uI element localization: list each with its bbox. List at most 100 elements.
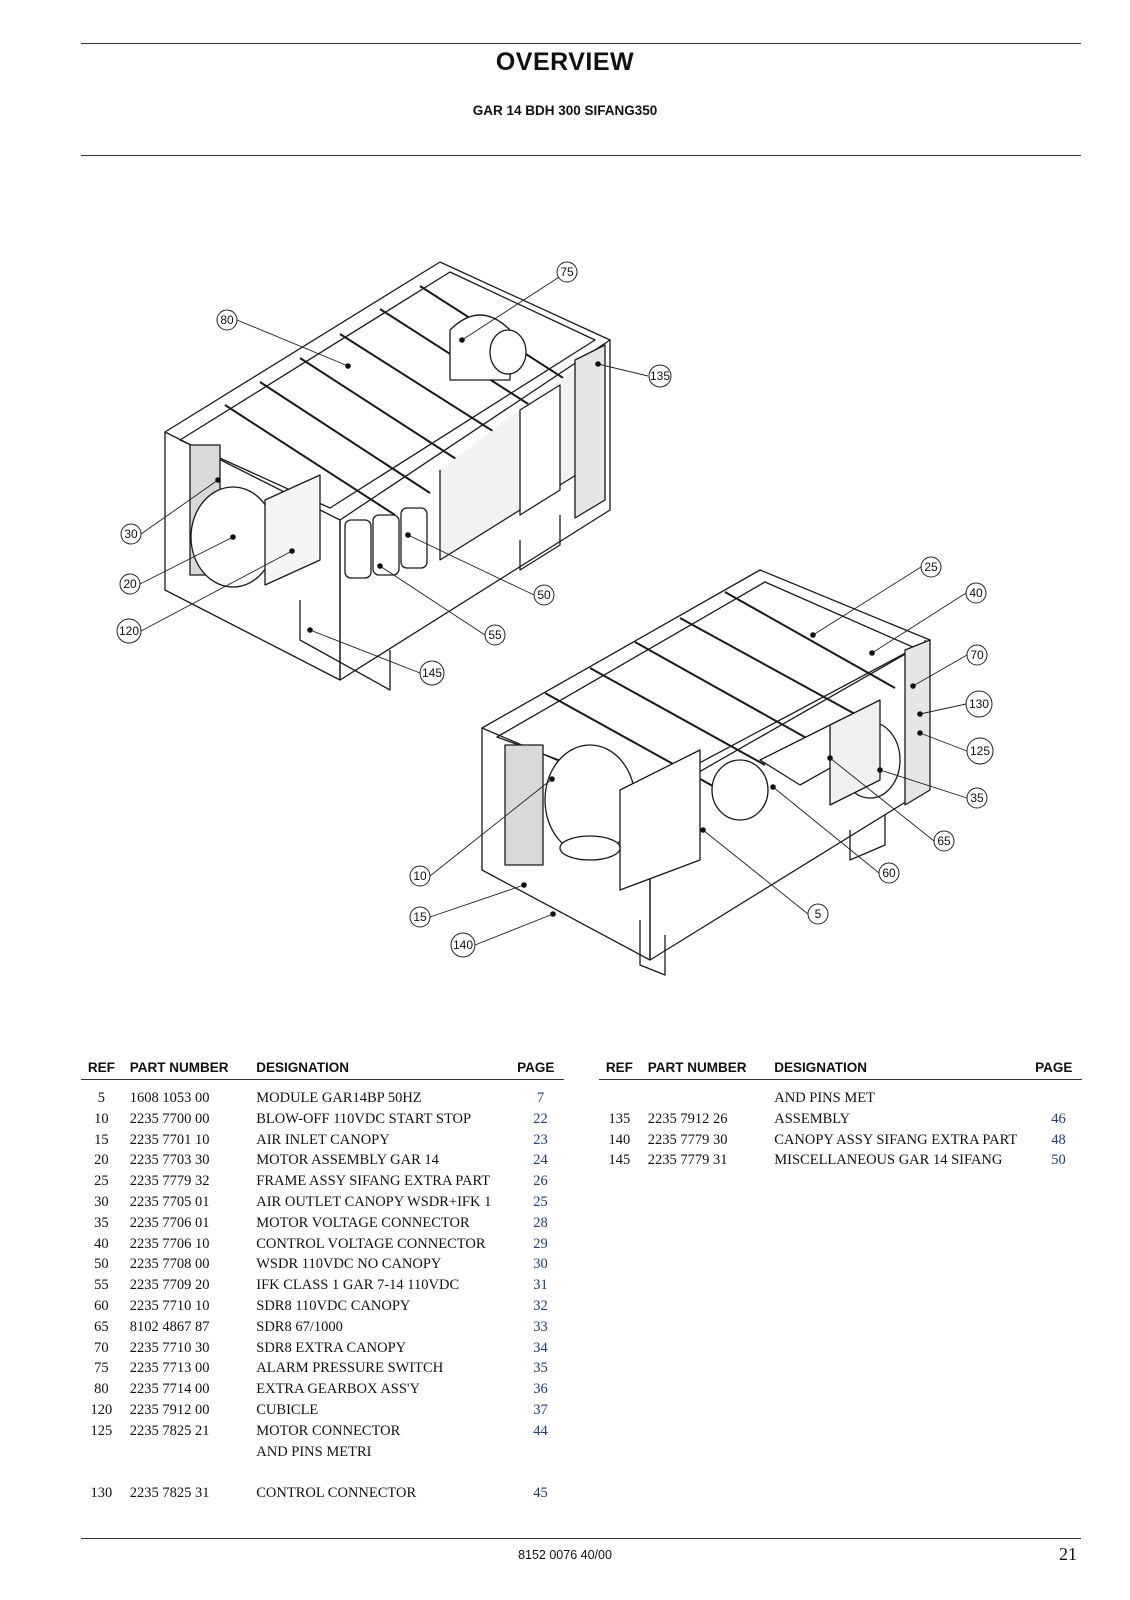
column-header-ref: REF <box>81 1058 122 1080</box>
header-bottom-rule <box>81 155 1081 156</box>
designation-cell: CONTROL CONNECTOR <box>256 1485 417 1502</box>
callout-75: 75 <box>459 261 578 343</box>
page-link[interactable]: 30 <box>533 1256 548 1273</box>
callout-25: 25 <box>810 556 942 638</box>
ref-cell: 65 <box>94 1318 109 1335</box>
page-link[interactable]: 35 <box>533 1360 548 1377</box>
page-link[interactable]: 36 <box>533 1381 548 1398</box>
page-link[interactable]: 26 <box>533 1173 548 1190</box>
ref-cell: 35 <box>94 1214 109 1231</box>
designation-cell: ALARM PRESSURE SWITCH <box>256 1360 444 1377</box>
page-link[interactable]: 31 <box>533 1277 548 1294</box>
part-number-cell: 2235 7709 20 <box>129 1277 210 1294</box>
designation-cell: AND PINS METRI <box>256 1443 372 1460</box>
designation-cell: MODULE GAR14BP 50HZ <box>256 1090 422 1106</box>
page-link[interactable]: 22 <box>533 1110 548 1127</box>
page-subtitle: GAR 14 BDH 300 SIFANG350 <box>472 103 658 118</box>
part-number-cell: 2235 7779 30 <box>647 1131 728 1148</box>
ref-cell: 50 <box>94 1256 109 1273</box>
ref-cell: 55 <box>94 1277 109 1294</box>
column-header-designation: DESIGNATION <box>256 1058 518 1080</box>
designation-cell: FRAME ASSY SIFANG EXTRA PART <box>256 1173 491 1190</box>
designation-cell: AIR INLET CANOPY <box>256 1131 390 1148</box>
ref-cell: 75 <box>94 1360 109 1377</box>
page-link <box>517 1462 564 1483</box>
callout-40: 40 <box>869 582 987 656</box>
page-link <box>1035 1080 1082 1109</box>
ref-cell <box>81 1442 122 1463</box>
table-row <box>81 1462 564 1483</box>
ref-cell: 80 <box>94 1381 109 1398</box>
callout-70: 70 <box>910 644 988 689</box>
svg-text:145: 145 <box>422 666 442 680</box>
column-header-page: PAGE <box>517 1058 564 1080</box>
designation-cell: WSDR 110VDC NO CANOPY <box>256 1256 442 1273</box>
part-number-cell: 2235 7700 00 <box>129 1110 210 1127</box>
page-link <box>517 1442 564 1463</box>
callout-55: 55 <box>377 563 506 646</box>
part-number-cell: 1608 1053 00 <box>129 1090 210 1106</box>
part-number-cell: 2235 7701 10 <box>129 1131 210 1148</box>
part-number-cell: 2235 7912 00 <box>129 1401 210 1418</box>
page-link[interactable]: 7 <box>536 1090 545 1106</box>
part-number-cell: 2235 7825 21 <box>129 1422 210 1439</box>
designation-cell: SDR8 EXTRA CANOPY <box>256 1339 407 1356</box>
callout-15: 15 <box>409 882 527 928</box>
callout-60: 60 <box>770 784 900 884</box>
callout-145: 145 <box>307 627 445 686</box>
page-link[interactable]: 44 <box>533 1422 548 1439</box>
page-link[interactable]: 32 <box>533 1297 548 1314</box>
part-number-cell: 2235 7779 31 <box>647 1152 728 1169</box>
ref-cell: 20 <box>94 1152 109 1169</box>
page-link[interactable]: 29 <box>533 1235 548 1252</box>
designation-cell: CANOPY ASSY SIFANG EXTRA PART <box>774 1131 1018 1148</box>
svg-text:125: 125 <box>970 744 990 758</box>
page-link[interactable]: 37 <box>533 1401 548 1418</box>
page-link[interactable]: 28 <box>533 1214 548 1231</box>
page-link[interactable]: 45 <box>533 1485 548 1502</box>
ref-cell: 30 <box>94 1193 109 1210</box>
page-link[interactable]: 24 <box>533 1152 548 1169</box>
designation-cell: ASSEMBLY <box>774 1110 851 1127</box>
svg-text:25: 25 <box>924 560 938 574</box>
part-number-cell: 2235 7703 30 <box>129 1152 210 1169</box>
column-header-ref: REF <box>599 1058 640 1080</box>
ref-cell <box>81 1462 122 1483</box>
callout-5: 5 <box>700 827 829 925</box>
page-link[interactable]: 23 <box>533 1131 548 1148</box>
ref-cell: 120 <box>90 1401 113 1418</box>
column-header-part-number: PART NUMBER <box>639 1058 775 1080</box>
svg-text:5: 5 <box>815 907 822 921</box>
part-number-cell <box>640 1080 775 1109</box>
page-link[interactable]: 50 <box>1051 1152 1066 1169</box>
table-row: AND PINS METRI <box>81 1442 564 1463</box>
part-number-cell <box>122 1442 257 1463</box>
page-link[interactable]: 46 <box>1051 1110 1066 1127</box>
column-header-designation: DESIGNATION <box>774 1058 1036 1080</box>
svg-text:20: 20 <box>123 577 137 591</box>
designation-cell <box>256 1462 517 1483</box>
svg-text:120: 120 <box>119 624 139 638</box>
callout-20: 20 <box>119 534 236 595</box>
part-number-cell: 2235 7710 30 <box>129 1339 210 1356</box>
part-number-cell: 2235 7714 00 <box>129 1381 210 1398</box>
callout-125: 125 <box>917 730 994 765</box>
page-link[interactable]: 33 <box>533 1318 548 1335</box>
exploded-view-diagram: 75 80 135 30 20 120 50 55 145 25 40 <box>116 261 994 976</box>
page-link[interactable]: 25 <box>533 1193 548 1210</box>
svg-text:80: 80 <box>220 313 234 327</box>
page-link[interactable]: 34 <box>533 1339 548 1356</box>
footer-rule <box>81 1538 1081 1539</box>
ref-cell: 125 <box>90 1422 113 1439</box>
page-link[interactable]: 48 <box>1051 1131 1066 1148</box>
